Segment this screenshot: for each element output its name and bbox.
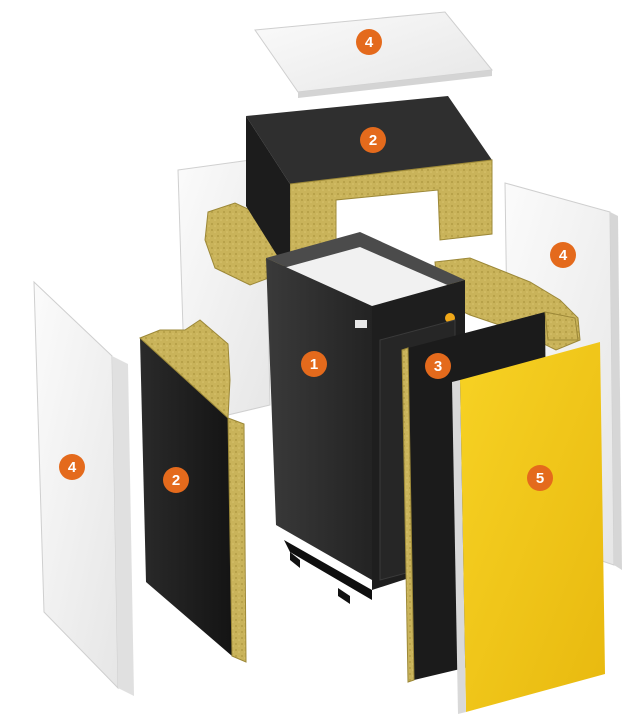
badge-label: 4 [365, 34, 374, 51]
badge-label: 2 [172, 472, 180, 489]
left-outer-white-panel [34, 282, 134, 696]
badge-yellow-front-door: 5 [527, 465, 553, 491]
badge-left-outer-panel: 4 [59, 454, 85, 480]
yellow-front-door [452, 342, 605, 714]
badge-label: 4 [559, 247, 568, 264]
badge-label: 4 [68, 459, 77, 476]
badge-label: 3 [434, 358, 442, 375]
top-white-panel [255, 12, 492, 98]
badge-label: 1 [310, 356, 318, 373]
badge-right-back-panel: 4 [550, 242, 576, 268]
badge-left-insulated-side: 2 [163, 467, 189, 493]
badge-label: 5 [536, 470, 544, 487]
badge-front-insulation-panel: 3 [425, 353, 451, 379]
badge-top-panel: 4 [356, 29, 382, 55]
badge-top-insulated-cover: 2 [360, 127, 386, 153]
badge-boiler-body: 1 [301, 351, 327, 377]
badge-label: 2 [369, 132, 377, 149]
